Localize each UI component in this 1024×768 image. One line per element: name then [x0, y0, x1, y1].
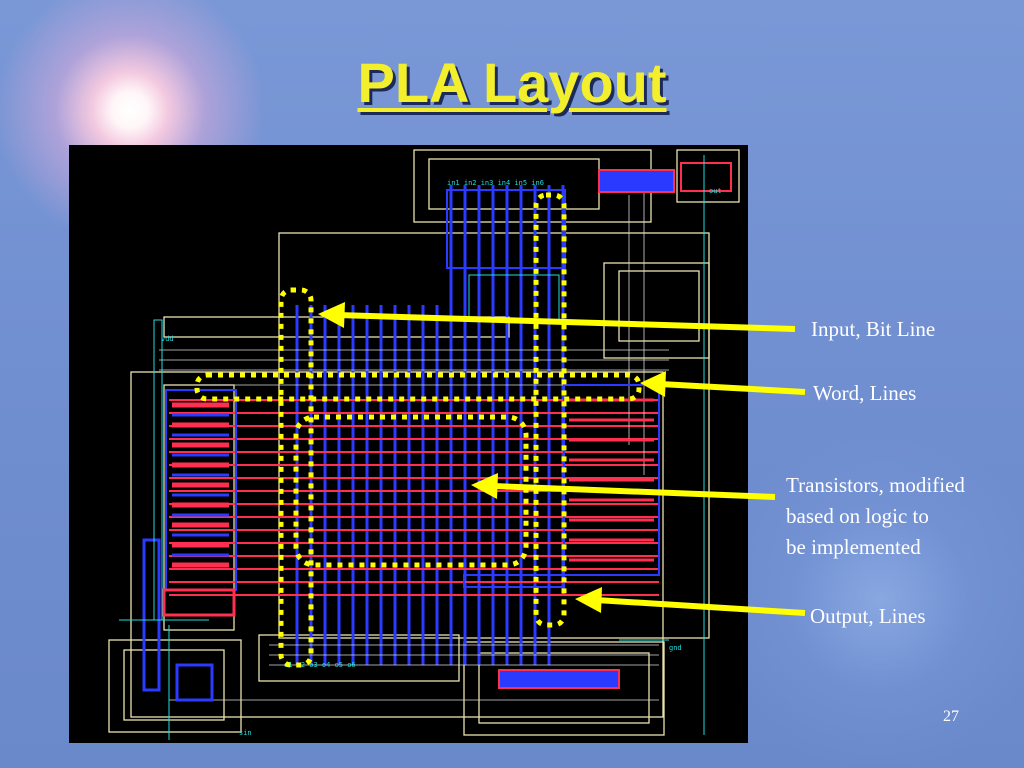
callout-transistors-line-2: based on logic to — [786, 504, 929, 528]
callout-output-lines: Output, Lines — [810, 604, 926, 628]
callout-transistors-line-1: Transistors, modified — [786, 473, 965, 497]
word-line-poly — [169, 399, 659, 596]
input-bit-line-highlight — [278, 287, 314, 668]
word-lines-highlight — [194, 372, 642, 402]
output-row-label: o1 o2 o3 o4 o5 o6 — [284, 661, 356, 669]
transistors-highlight — [293, 414, 529, 568]
callout-transistors-line-3: be implemented — [786, 535, 921, 559]
word-arrow-line — [659, 381, 806, 395]
vdd-label: vdd — [161, 335, 174, 343]
left-driver-block — [165, 389, 237, 591]
word-arrow-head — [640, 371, 666, 397]
transistors-arrow-line — [491, 483, 776, 500]
bottom-blocks — [142, 538, 620, 702]
callout-transistors: Transistors, modified based on logic to … — [786, 470, 965, 563]
out-label: out — [709, 187, 722, 195]
slide-title: PLA Layout — [357, 51, 667, 114]
output-arrow-head — [575, 587, 602, 613]
page-number: 27 — [943, 708, 959, 725]
highlight-regions — [194, 192, 642, 668]
callout-word-lines: Word, Lines — [813, 381, 917, 405]
gnd-label: gnd — [669, 644, 682, 652]
input-arrow-line — [337, 312, 796, 332]
input-row-label: in1 in2 in3 in4 in5 in6 — [447, 179, 544, 187]
output-arrow-line — [595, 597, 806, 616]
layout-text-labels: vdd out gnd sin in1 in2 in3 in4 in5 in6 … — [161, 179, 722, 737]
layout-drawing: vdd out gnd sin in1 in2 in3 in4 in5 in6 … — [69, 145, 748, 743]
output-lines-highlight — [533, 192, 567, 628]
diffusion-traces — [119, 155, 705, 740]
callout-input-bit-line: Input, Bit Line — [811, 317, 936, 341]
routing-wires — [159, 175, 669, 701]
sin-label: sin — [239, 729, 252, 737]
pla-layout-image: vdd out gnd sin in1 in2 in3 in4 in5 in6 … — [69, 145, 748, 743]
transistors-arrow-head — [471, 473, 498, 499]
input-arrow-head — [318, 302, 345, 328]
